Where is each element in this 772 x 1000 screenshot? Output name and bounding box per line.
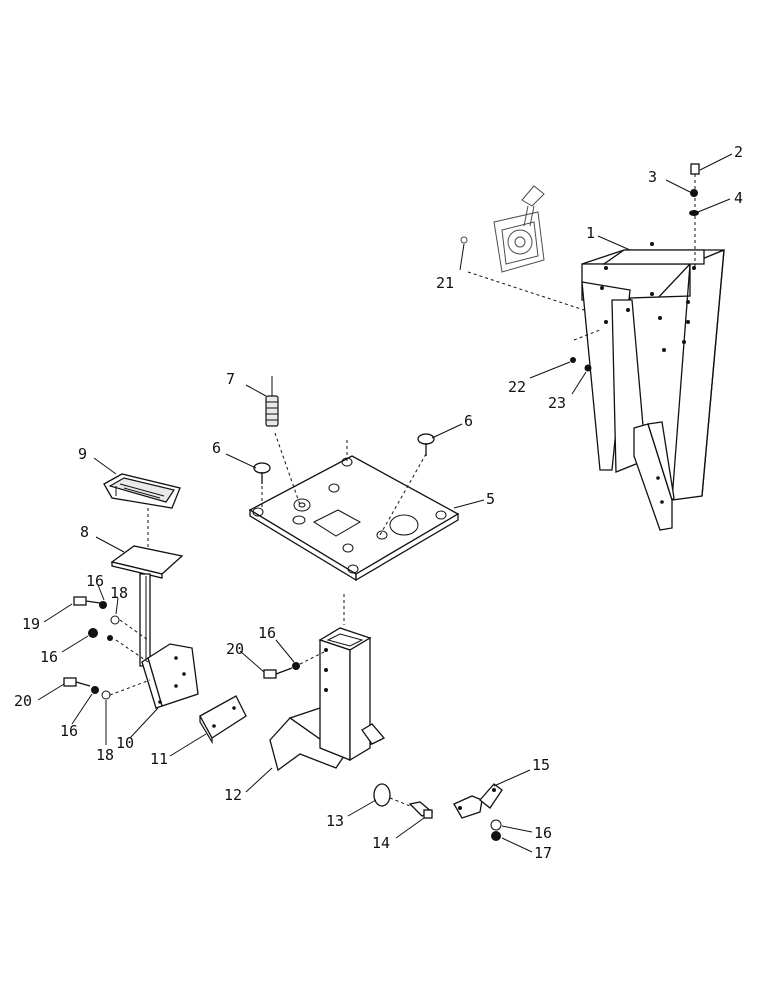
callout-leaders [37, 153, 733, 853]
callout-16e: 16 [534, 824, 552, 842]
part-11-plate [199, 695, 247, 745]
part-23-nut [584, 364, 592, 372]
callout-6a: 6 [212, 439, 221, 457]
callout-16d: 16 [258, 624, 276, 642]
callout-17: 17 [534, 844, 552, 862]
part-4-washer [689, 210, 699, 216]
callout-7: 7 [226, 370, 235, 388]
leader-7 [274, 432, 301, 506]
leader-21 [467, 271, 585, 311]
callout-11: 11 [150, 750, 168, 768]
callout-10: 10 [116, 734, 134, 752]
part-17-nut [491, 831, 501, 841]
part-14-bolt [389, 797, 434, 819]
callout-9: 9 [78, 445, 87, 463]
fasteners-center [263, 651, 325, 679]
part-13-roller [373, 783, 391, 807]
callout-14: 14 [372, 834, 390, 852]
callout-23: 23 [548, 394, 566, 412]
part-1-column-housing [581, 242, 725, 531]
part-12-column-base [269, 627, 386, 772]
leader-22 [573, 329, 601, 341]
part-5-base-plate [248, 455, 460, 582]
callout-16c: 16 [60, 722, 78, 740]
callout-4: 4 [734, 189, 743, 207]
callout-1: 1 [586, 224, 595, 242]
part-22-washer [570, 357, 576, 363]
part-15-strap [453, 783, 503, 819]
part-2-screw [690, 163, 700, 268]
part-6-screw-right [417, 433, 435, 456]
callout-5: 5 [486, 490, 495, 508]
part-7-spring [265, 376, 279, 427]
callout-18a: 18 [110, 584, 128, 602]
part-16-washer-right [490, 819, 502, 831]
fasteners-pedal [63, 596, 151, 700]
part-6-screw-left [253, 462, 271, 484]
callout-16b: 16 [40, 648, 58, 666]
callout-13: 13 [326, 812, 344, 830]
callout-3: 3 [648, 168, 657, 186]
callout-16a: 16 [86, 572, 104, 590]
part-10-bracket [141, 643, 199, 709]
callout-15: 15 [532, 756, 550, 774]
callout-6b: 6 [464, 412, 473, 430]
callout-12: 12 [224, 786, 242, 804]
part-3-nut [690, 189, 698, 197]
callout-20b: 20 [226, 640, 244, 658]
callout-20a: 20 [14, 692, 32, 710]
part-9-pedal-pad [103, 473, 181, 509]
callout-18b: 18 [96, 746, 114, 764]
callout-2: 2 [734, 143, 743, 161]
callout-21: 21 [436, 274, 454, 292]
callout-8: 8 [80, 523, 89, 541]
part-21-gearbox [460, 185, 545, 273]
callout-22: 22 [508, 378, 526, 396]
callout-19: 19 [22, 615, 40, 633]
